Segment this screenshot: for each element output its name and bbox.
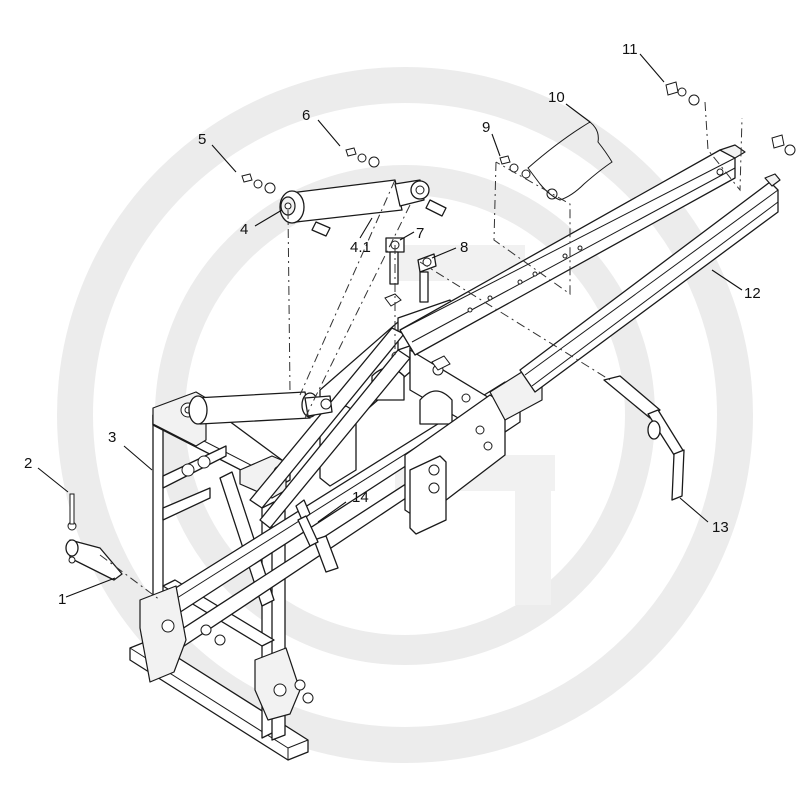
callout-8: 8 bbox=[460, 239, 468, 256]
installed-cylinder bbox=[188, 391, 333, 425]
callout-10: 10 bbox=[548, 89, 565, 106]
callout-11: 11 bbox=[622, 41, 638, 58]
watermark-logo bbox=[57, 67, 753, 763]
callout-12: 12 bbox=[744, 285, 761, 302]
hydraulic-cylinder bbox=[279, 179, 447, 237]
callout-6: 6 bbox=[302, 107, 310, 124]
pins-7-8 bbox=[384, 237, 451, 371]
fasteners bbox=[241, 81, 796, 200]
callout-4-1: 4.1 bbox=[350, 239, 371, 256]
main-boom-arm bbox=[399, 144, 781, 393]
callout-4: 4 bbox=[240, 221, 248, 238]
callout-14: 14 bbox=[352, 489, 369, 506]
callout-13: 13 bbox=[712, 519, 729, 536]
base-hardware bbox=[200, 624, 314, 704]
callout-3: 3 bbox=[108, 429, 116, 446]
lever-14 bbox=[295, 499, 339, 573]
assembly-lines bbox=[99, 101, 743, 601]
callout-1: 1 bbox=[58, 591, 66, 608]
callout-2: 2 bbox=[24, 455, 32, 472]
callout-labels: 1 2 3 4 4.1 5 6 7 8 9 10 11 12 13 14 bbox=[24, 41, 761, 608]
callout-5: 5 bbox=[198, 131, 206, 148]
crank-handle bbox=[603, 375, 685, 501]
upper-boom bbox=[249, 327, 411, 529]
lock-pin-assembly bbox=[65, 493, 123, 581]
callout-9: 9 bbox=[482, 119, 490, 136]
callout-7: 7 bbox=[416, 225, 424, 242]
leader-lines bbox=[37, 53, 743, 598]
